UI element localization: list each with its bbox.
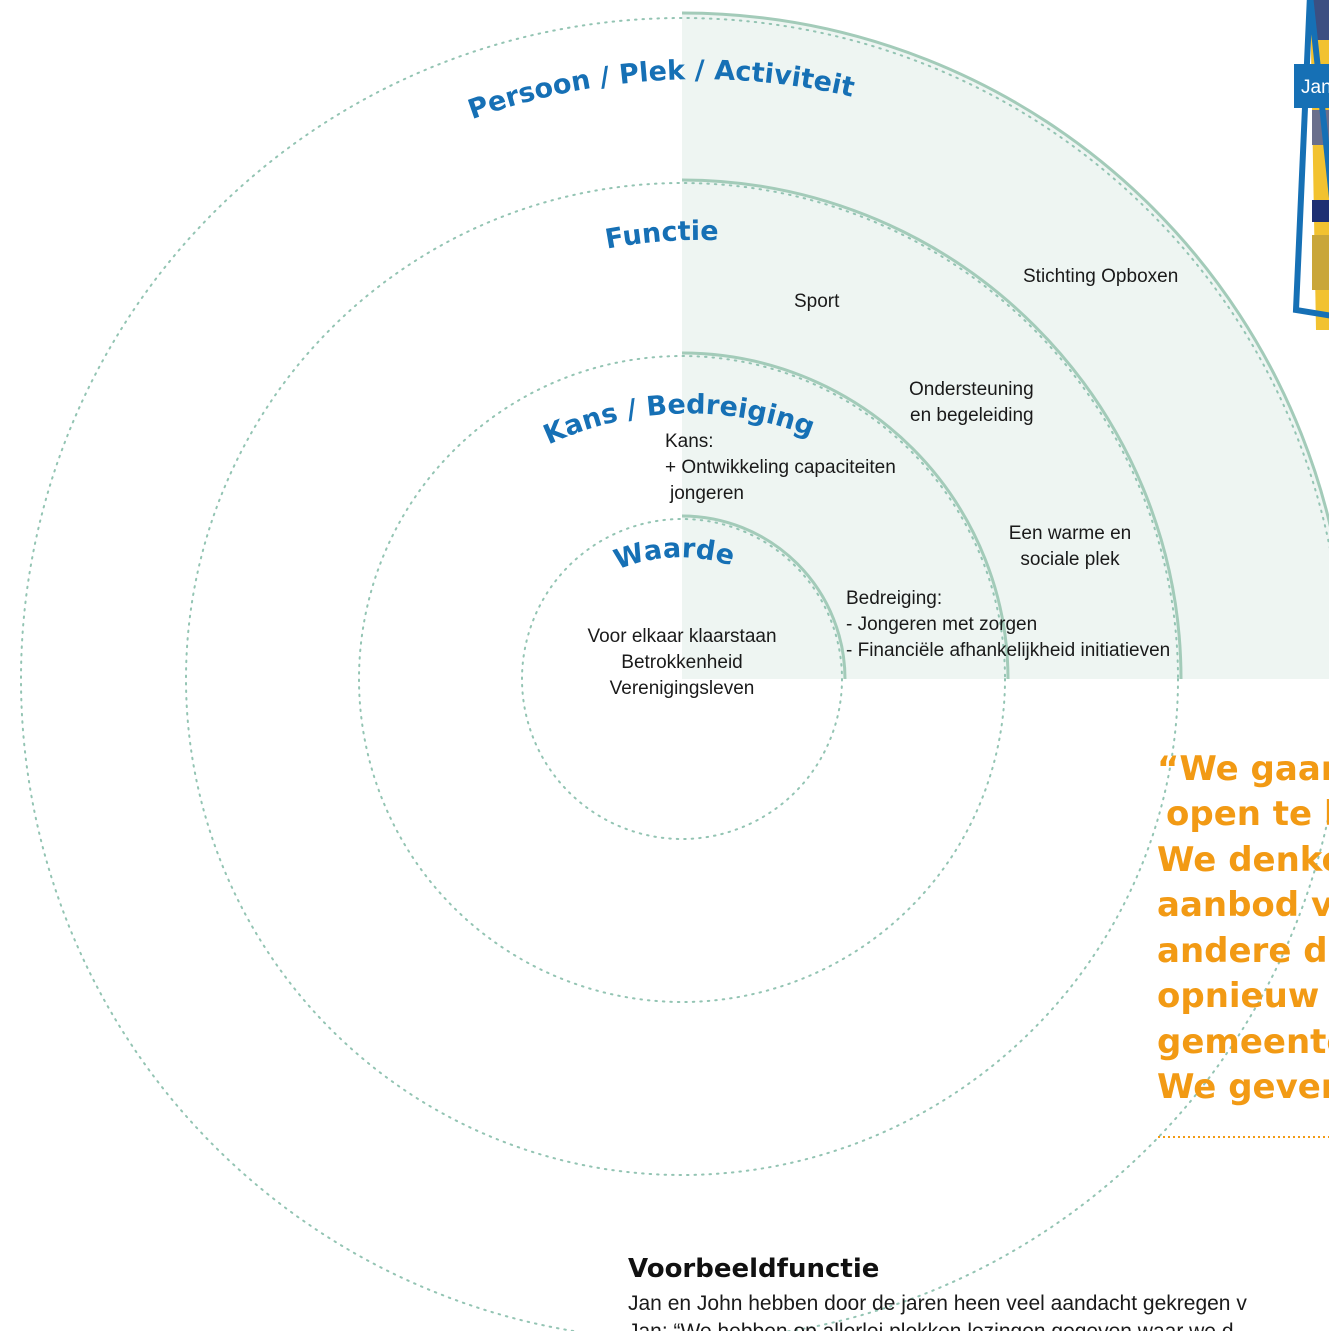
- quote-line: We denken: [1157, 840, 1329, 880]
- dotted-circles: [20, 17, 1329, 1331]
- label-kans-line1: + Ontwikkeling capaciteiten: [665, 457, 896, 478]
- quote-block: “We gaan open te bl We denken aanbod va …: [1157, 749, 1329, 1138]
- label-bedreiging-line2: - Financiële afhankelijkheid initiatieve…: [846, 640, 1170, 661]
- quote-line: We geven: [1157, 1067, 1329, 1107]
- dotted-circle-inner: [521, 518, 843, 840]
- arc-line-second: [681, 351, 1010, 680]
- quote-line: opnieuw i: [1157, 976, 1329, 1016]
- quote-line: gemeente: [1157, 1022, 1329, 1062]
- label-ondersteuning-line2: en begeleiding: [910, 405, 1034, 426]
- photo-caption-box: [1294, 64, 1329, 108]
- photo: Jan: [1292, 0, 1329, 330]
- photo-caption: Jan: [1301, 77, 1329, 98]
- label-kans-title: Kans:: [665, 431, 714, 452]
- label-stichting: Stichting Opboxen: [1023, 266, 1178, 287]
- shaded-quadrant: [682, 13, 1329, 679]
- photo-frame: [1292, 0, 1329, 319]
- label-bedreiging-line1: - Jongeren met zorgen: [846, 614, 1037, 635]
- label-warme-line1: Een warme en: [1009, 523, 1132, 544]
- article-line: Jan en John hebben door de jaren heen ve…: [628, 1292, 1247, 1315]
- label-kans-line2: jongeren: [669, 483, 744, 504]
- dotted-circle-second: [358, 355, 1006, 1003]
- article-line: Jan: “We hebben op allerlei plekken lezi…: [628, 1320, 1234, 1331]
- quote-line: open te bl: [1166, 794, 1329, 834]
- label-waarde-line1: Voor elkaar klaarstaan: [587, 626, 776, 647]
- quote-line: andere do: [1157, 931, 1329, 971]
- dotted-circle-outer: [20, 17, 1329, 1331]
- label-sport: Sport: [794, 291, 840, 312]
- label-ondersteuning-line1: Ondersteuning: [909, 379, 1034, 400]
- arc-line-inner: [681, 514, 847, 680]
- dotted-circle-third: [185, 182, 1179, 1176]
- quote-line: “We gaan: [1157, 749, 1329, 789]
- label-warme-line2: sociale plek: [1020, 549, 1120, 570]
- quote-line: aanbod va: [1157, 885, 1329, 925]
- label-waarde-line3: Verenigingsleven: [610, 678, 755, 699]
- arc-line-third: [681, 178, 1183, 680]
- label-waarde-line2: Betrokkenheid: [621, 652, 742, 673]
- article-heading: Voorbeeldfunctie: [628, 1254, 879, 1284]
- label-bedreiging-title: Bedreiging:: [846, 588, 942, 609]
